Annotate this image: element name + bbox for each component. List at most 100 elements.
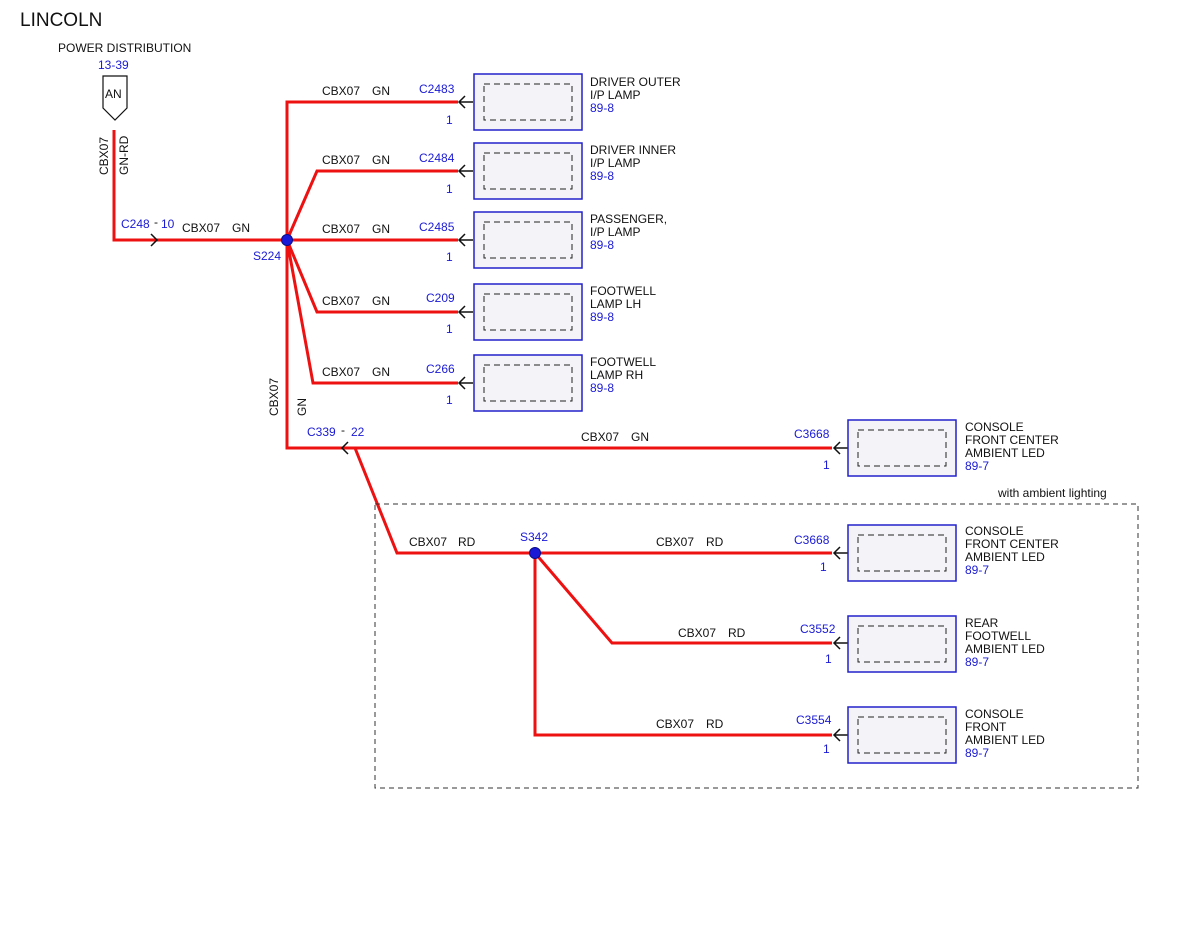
pin-number: 1 (823, 742, 830, 756)
component-ref: 89-8 (590, 310, 614, 324)
c248-pin: 10 (161, 217, 175, 231)
component-c209: CBX07 GN C209 1 FOOTWELL LAMP LH 89-8 (322, 283, 656, 341)
c248-connector-mark (150, 233, 159, 247)
component-c2484: CBX07 GN C2484 1 DRIVER INNER I/P LAMP 8… (322, 142, 676, 200)
vertical-wire-color: GN (295, 398, 309, 416)
pin-number: 1 (823, 458, 830, 472)
branch-wire-c3552 (533, 552, 832, 645)
component-c2485: CBX07 GN C2485 1 PASSENGER, I/P LAMP 89-… (322, 211, 667, 269)
pin-number: 1 (446, 250, 453, 264)
component-name-line2: FRONT CENTER (965, 537, 1059, 551)
component-box (473, 211, 583, 269)
pin-number: 1 (446, 393, 453, 407)
component-c266: CBX07 GN C266 1 FOOTWELL LAMP RH 89-8 (322, 354, 656, 412)
component-box (847, 524, 957, 582)
component-name-line1: DRIVER OUTER (590, 75, 681, 89)
wire-color: GN (631, 430, 649, 444)
wire-color: GN (372, 84, 390, 98)
power-distribution-ref: 13-39 (98, 58, 129, 72)
connector-pin-mark (457, 164, 473, 178)
connector-pin-mark (457, 376, 473, 390)
connector-label: C2484 (419, 151, 455, 165)
component-c3668-rd: CBX07 RD C3668 1 CONSOLE FRONT CENTER AM… (656, 524, 1059, 582)
splice-s224 (281, 234, 293, 246)
component-inner (483, 221, 573, 259)
feed-wire-circuit: CBX07 (182, 221, 220, 235)
component-c3552: CBX07 RD C3552 1 REAR FOOTWELL AMBIENT L… (678, 615, 1045, 673)
component-name-line2: I/P LAMP (590, 225, 640, 239)
connector-label: C209 (426, 291, 455, 305)
connector-pin-mark (832, 636, 848, 650)
component-ref: 89-8 (590, 238, 614, 252)
wire-circuit: CBX07 (322, 153, 360, 167)
connector-label: C266 (426, 362, 455, 376)
c248-label: C248 (121, 217, 150, 231)
connector-pin-mark (457, 233, 473, 247)
connector-label: C2483 (419, 82, 455, 96)
component-inner (483, 364, 573, 402)
c339-connector-mark (340, 441, 349, 455)
wire-color: GN (372, 365, 390, 379)
page-title: LINCOLN (20, 10, 102, 31)
component-name-line2: LAMP LH (590, 297, 641, 311)
splice-s342 (529, 547, 541, 559)
component-c3668-gn: CBX07 GN C3668 1 CONSOLE FRONT CENTER AM… (581, 419, 1059, 477)
power-pin-label: AN (105, 87, 122, 101)
component-name-line1: CONSOLE (965, 707, 1024, 721)
component-name-line1: PASSENGER, (590, 212, 667, 226)
component-name-line2: FOOTWELL (965, 629, 1031, 643)
branch-wire-c209 (285, 239, 458, 314)
power-wire-color: GN-RD (117, 135, 131, 175)
rd-feed-color: RD (458, 535, 476, 549)
splice-s342-label: S342 (520, 530, 548, 544)
connector-label: C3668 (794, 533, 830, 547)
wire-circuit: CBX07 (322, 84, 360, 98)
branch-wire-c3554 (533, 553, 832, 737)
wire-color: RD (706, 535, 724, 549)
component-ref: 89-8 (590, 169, 614, 183)
component-name-line1: DRIVER INNER (590, 143, 676, 157)
component-ref: 89-7 (965, 563, 989, 577)
component-name-line3: AMBIENT LED (965, 446, 1045, 460)
component-name-line1: CONSOLE (965, 420, 1024, 434)
power-pin-shape (102, 75, 128, 121)
component-ref: 89-7 (965, 459, 989, 473)
component-name-line1: FOOTWELL (590, 355, 656, 369)
component-box (473, 73, 583, 131)
component-name-line1: FOOTWELL (590, 284, 656, 298)
ambient-lighting-label: with ambient lighting (997, 486, 1107, 500)
component-name-line3: AMBIENT LED (965, 733, 1045, 747)
wire-color: GN (372, 222, 390, 236)
component-name-line3: AMBIENT LED (965, 550, 1045, 564)
component-name-line2: LAMP RH (590, 368, 643, 382)
component-inner (857, 429, 947, 467)
vertical-wire-circuit: CBX07 (267, 378, 281, 416)
component-box (473, 283, 583, 341)
connector-label: C2485 (419, 220, 455, 234)
component-inner (483, 152, 573, 190)
pin-number: 1 (446, 113, 453, 127)
component-box (473, 354, 583, 412)
connector-pin-mark (832, 546, 848, 560)
component-ref: 89-7 (965, 746, 989, 760)
component-box (847, 419, 957, 477)
c339-pin: 22 (351, 425, 365, 439)
rd-feed-circuit: CBX07 (409, 535, 447, 549)
power-distribution-label: POWER DISTRIBUTION (58, 41, 191, 55)
component-inner (483, 83, 573, 121)
c339-dash: - (341, 423, 345, 437)
connector-pin-mark (832, 441, 848, 455)
pin-number: 1 (446, 322, 453, 336)
pin-number: 1 (446, 182, 453, 196)
wire-circuit: CBX07 (678, 626, 716, 640)
connector-pin-mark (457, 305, 473, 319)
wire-circuit: CBX07 (656, 717, 694, 731)
branch-wire-c3668 (285, 240, 832, 450)
component-inner (483, 293, 573, 331)
connector-label: C3668 (794, 427, 830, 441)
wire-color: RD (706, 717, 724, 731)
rd-feed-wire (353, 447, 535, 555)
wire-circuit: CBX07 (581, 430, 619, 444)
component-name-line2: I/P LAMP (590, 88, 640, 102)
